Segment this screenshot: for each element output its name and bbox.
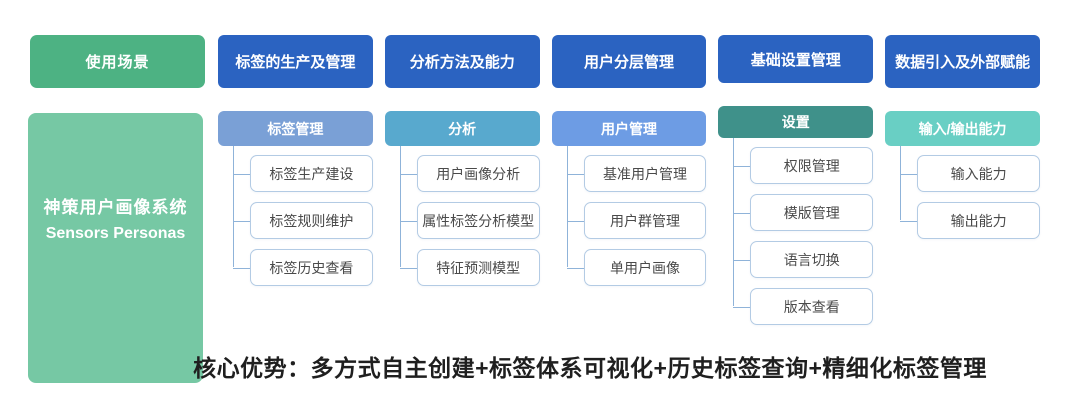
column-tag-production: 标签的生产及管理 标签管理 标签生产建设 标签规则维护 标签历史查看 xyxy=(218,35,373,335)
feature-item: 权限管理 xyxy=(733,147,874,184)
feature-item: 属性标签分析模型 xyxy=(399,202,540,239)
column-items: 标签生产建设 标签规则维护 标签历史查看 xyxy=(218,146,373,296)
feature-columns: 标签的生产及管理 标签管理 标签生产建设 标签规则维护 标签历史查看 分析方法及… xyxy=(218,35,1040,335)
feature-item: 基准用户管理 xyxy=(566,155,707,192)
column-subheader: 用户管理 xyxy=(551,111,707,146)
usage-scene-box: 使用场景 xyxy=(30,35,205,88)
column-items: 基准用户管理 用户群管理 单用户画像 xyxy=(552,146,707,296)
system-name-cn: 神策用户画像系统 xyxy=(43,198,188,217)
column-header: 标签的生产及管理 xyxy=(218,35,373,88)
system-box: 神策用户画像系统 Sensors Personas xyxy=(28,113,203,383)
system-name-en: Sensors Personas xyxy=(45,224,186,242)
column-items: 输入能力 输出能力 xyxy=(885,146,1040,249)
column-items: 用户画像分析 属性标签分析模型 特征预测模型 xyxy=(385,146,540,296)
column-header: 分析方法及能力 xyxy=(384,35,540,88)
column-subheader: 分析 xyxy=(384,111,540,146)
feature-item: 特征预测模型 xyxy=(399,249,540,286)
column-header: 基础设置管理 xyxy=(718,35,874,84)
column-basic-settings: 基础设置管理 设置 权限管理 模版管理 语言切换 版本查看 xyxy=(718,35,874,335)
feature-item: 输入能力 xyxy=(900,155,1040,192)
column-subheader: 输入/输出能力 xyxy=(885,111,1040,146)
column-user-segmentation: 用户分层管理 用户管理 基准用户管理 用户群管理 单用户画像 xyxy=(551,35,707,335)
column-header: 用户分层管理 xyxy=(551,35,707,88)
tree-connector-line xyxy=(233,146,234,267)
feature-item: 输出能力 xyxy=(900,202,1040,239)
column-subheader: 标签管理 xyxy=(218,111,373,146)
column-items: 权限管理 模版管理 语言切换 版本查看 xyxy=(718,138,874,335)
feature-item: 标签规则维护 xyxy=(233,202,373,239)
feature-item: 语言切换 xyxy=(733,241,874,278)
tree-connector-line xyxy=(566,146,568,267)
usage-scene-label: 使用场景 xyxy=(85,54,150,71)
feature-item: 用户画像分析 xyxy=(399,155,540,192)
feature-item: 单用户画像 xyxy=(566,249,707,286)
feature-item: 用户群管理 xyxy=(566,202,707,239)
column-header: 数据引入及外部赋能 xyxy=(885,35,1040,88)
feature-item: 标签历史查看 xyxy=(233,249,373,286)
tree-connector-line xyxy=(733,138,735,306)
feature-item: 标签生产建设 xyxy=(233,155,373,192)
core-advantage-text: 核心优势：多方式自主创建+标签体系可视化+历史标签查询+精细化标签管理 xyxy=(193,355,987,381)
tree-connector-line xyxy=(900,146,902,220)
column-data-import-export: 数据引入及外部赋能 输入/输出能力 输入能力 输出能力 xyxy=(885,35,1040,335)
column-analysis: 分析方法及能力 分析 用户画像分析 属性标签分析模型 特征预测模型 xyxy=(384,35,540,335)
column-subheader: 设置 xyxy=(718,106,874,138)
tree-connector-line xyxy=(399,146,401,267)
feature-item: 模版管理 xyxy=(733,194,874,231)
feature-item: 版本查看 xyxy=(733,288,874,325)
